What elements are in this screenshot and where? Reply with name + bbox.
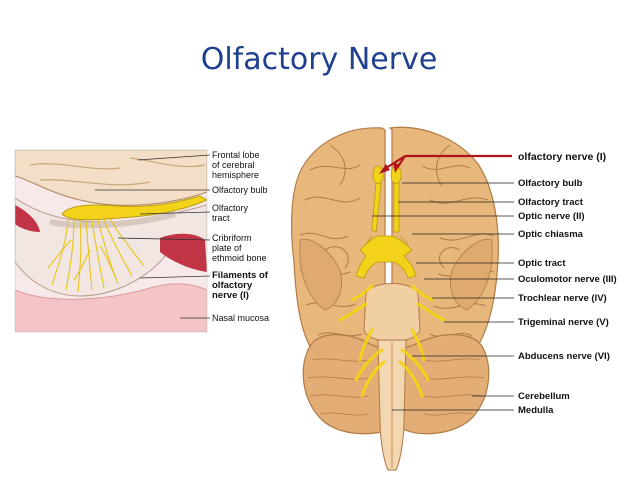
label-olfactory-bulb: Olfactory bulb (518, 178, 583, 189)
label-olfactory-bulb-left: Olfactory bulb (212, 185, 268, 195)
label-optic-chiasma: Optic chiasma (518, 229, 584, 240)
cribriform-plate-shape (49, 211, 176, 229)
right-labels: olfactory nerve (I) Olfactory bulb Olfac… (518, 151, 617, 416)
label-optic-nerve: Optic nerve (II) (518, 211, 585, 222)
label-abducens-nerve: Abducens nerve (VI) (518, 351, 610, 362)
label-medulla: Medulla (518, 405, 554, 416)
label-cerebellum: Cerebellum (518, 391, 570, 402)
frontal-lobe-shape (15, 150, 207, 206)
brain-illustration (288, 120, 512, 472)
label-filaments: Filaments of olfactory nerve (I) (212, 270, 271, 301)
label-cribriform-plate: Cribriform plate of ethmoid bone (212, 233, 267, 263)
olfactory-filaments (47, 218, 145, 293)
label-olfactory-nerve-highlight: olfactory nerve (I) (518, 151, 606, 163)
label-nasal-mucosa: Nasal mucosa (212, 313, 269, 323)
page-title: Olfactory Nerve (200, 42, 438, 77)
olfactory-bulb-shape (61, 195, 207, 221)
cranial-nerve-roots (338, 284, 446, 398)
sinus-right (160, 233, 207, 272)
label-trigeminal-nerve: Trigeminal nerve (V) (518, 317, 609, 328)
left-leader-lines (95, 154, 211, 319)
label-frontal-lobe: Frontal lobe of cerebral hemisphere (212, 150, 262, 180)
label-olfactory-tract-left: Olfactory tract (212, 203, 251, 223)
nasal-mucosa-shape (15, 283, 207, 332)
right-leader-lines (372, 182, 514, 411)
label-oculomotor-nerve: Oculomotor nerve (III) (518, 274, 617, 285)
pons-shape (363, 283, 421, 342)
left-labels: Frontal lobe of cerebral hemisphere Olfa… (212, 150, 271, 323)
olfactory-highlight-arrow (379, 154, 512, 174)
label-trochlear-nerve: Trochlear nerve (IV) (518, 293, 607, 304)
label-olfactory-tract: Olfactory tract (518, 197, 584, 208)
sagittal-section-illustration (15, 150, 207, 332)
olfactory-nerves-brain (371, 165, 402, 233)
optic-chiasma-shape (355, 235, 417, 279)
sinus-left (15, 205, 40, 232)
label-optic-tract: Optic tract (518, 258, 566, 269)
